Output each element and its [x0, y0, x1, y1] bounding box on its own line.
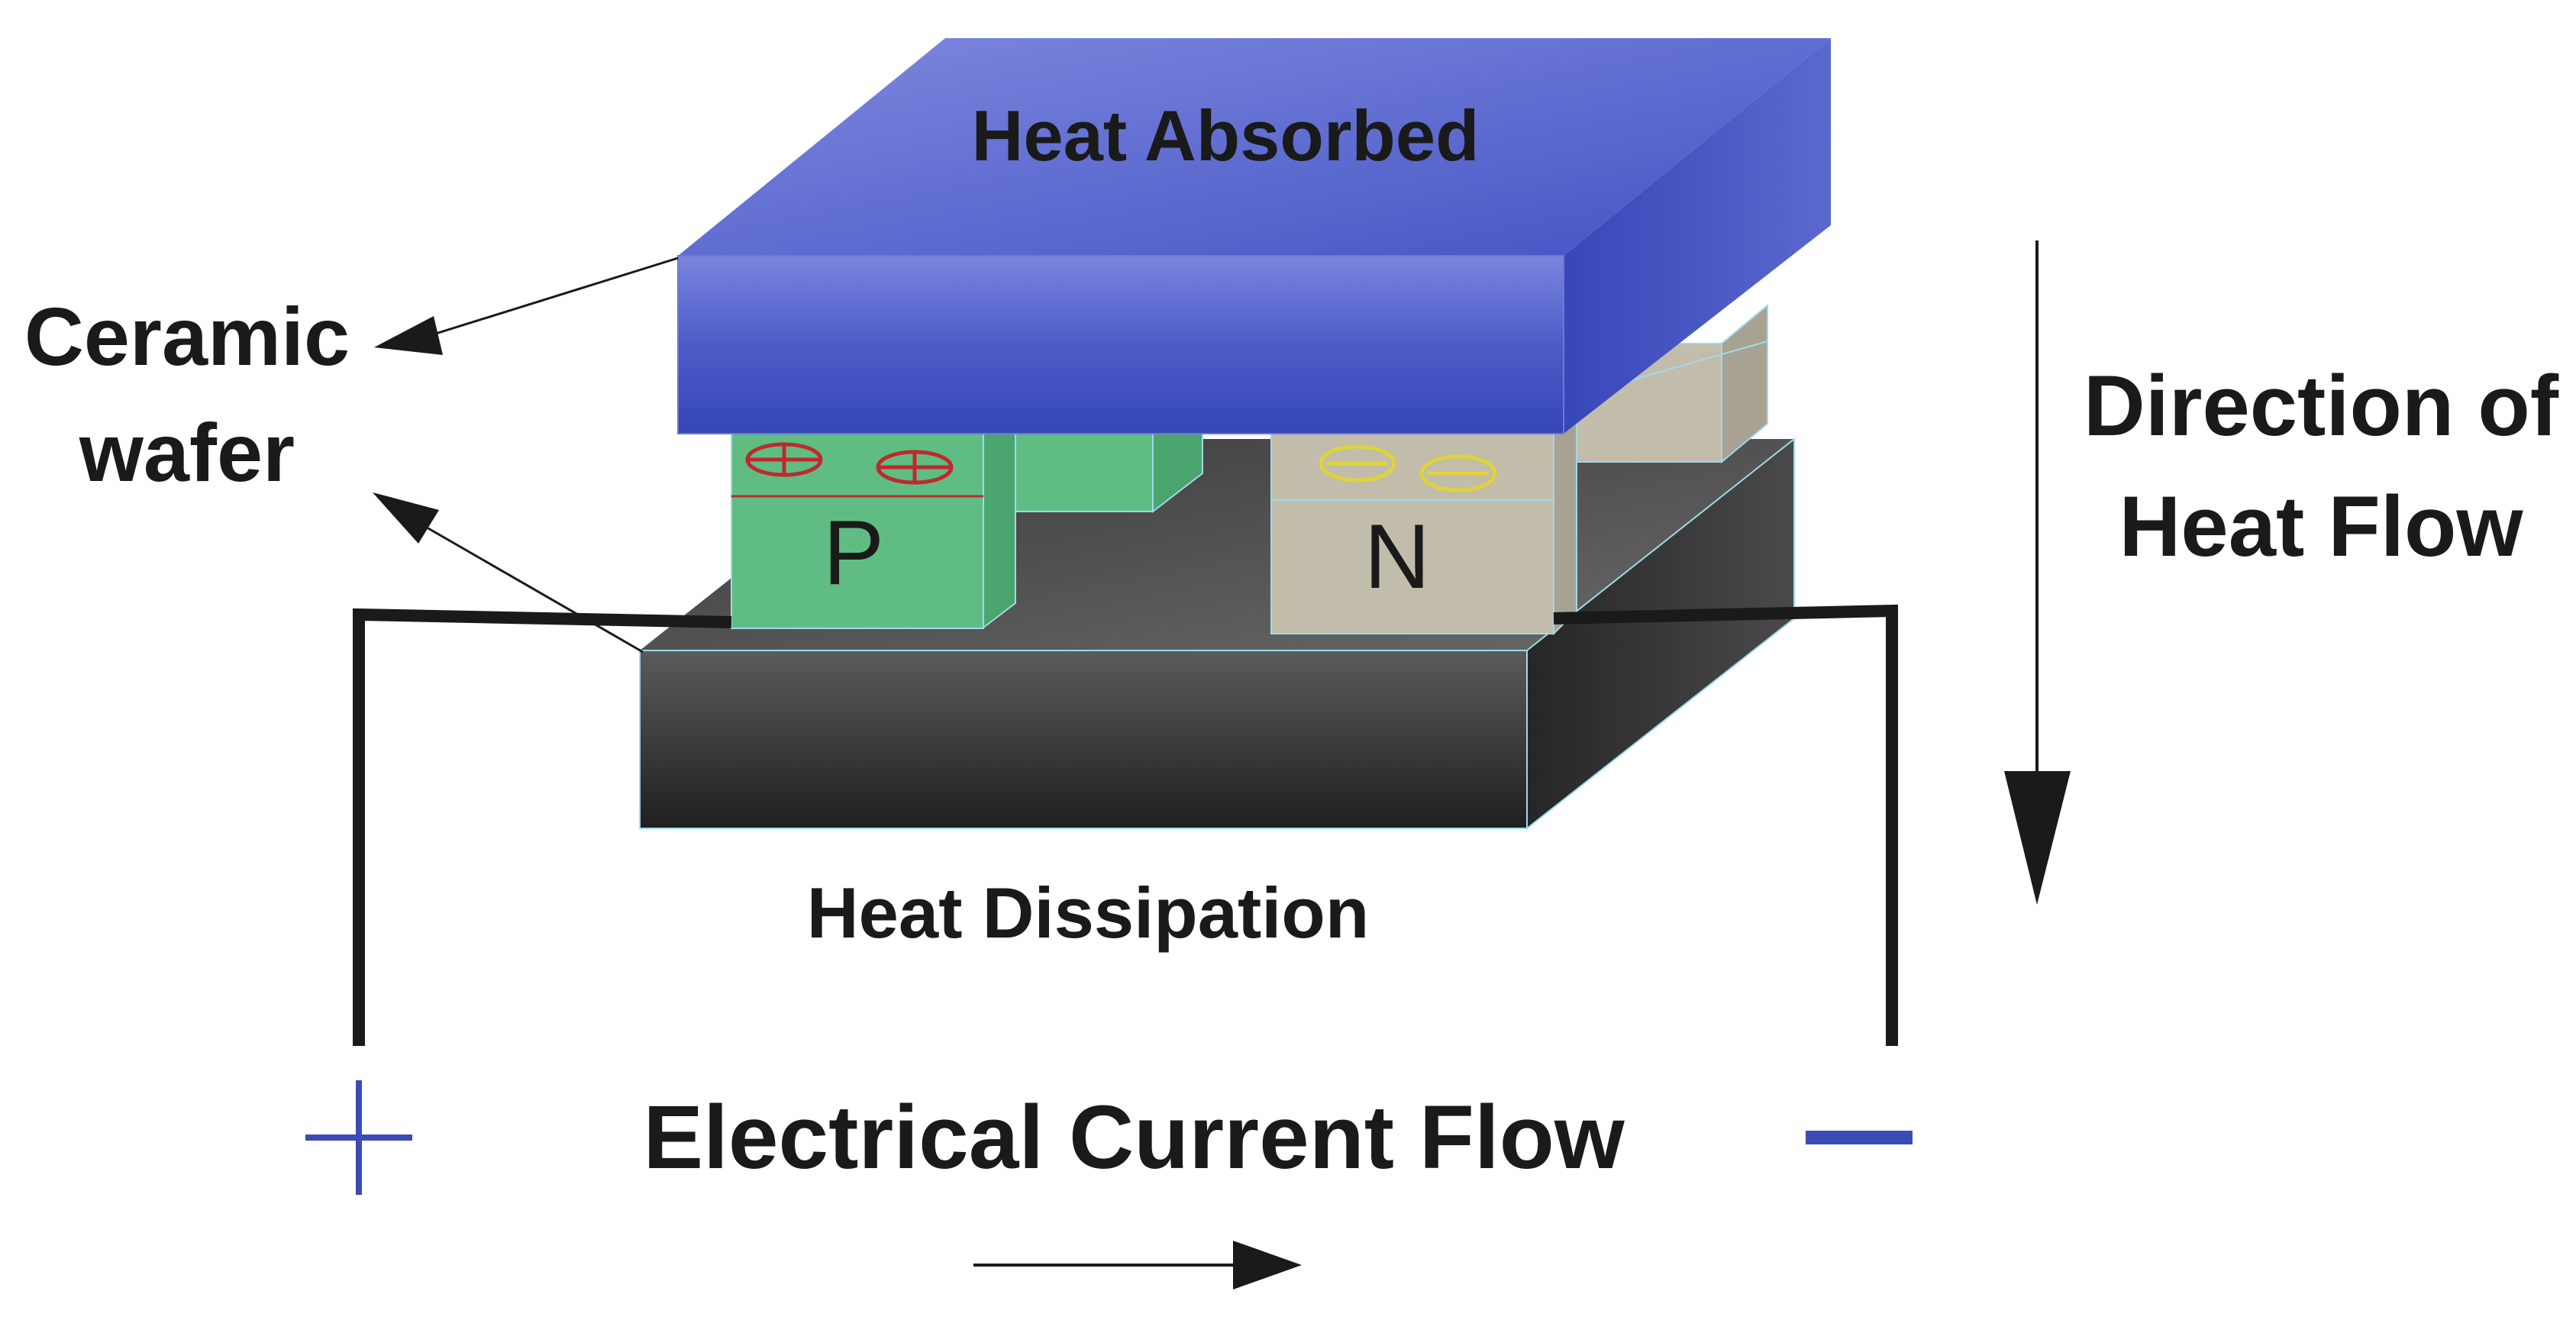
- ceramic-wafer-callout: Ceramic wafer: [24, 257, 679, 654]
- n-leg-side: [1553, 410, 1577, 636]
- positive-wire: [353, 608, 732, 1046]
- p-type-leg: P: [731, 405, 1016, 630]
- heat-flow-direction: Direction of Heat Flow: [2004, 240, 2559, 905]
- callout-arrowhead-top: [374, 316, 443, 355]
- callout-pointer-bottom: [412, 518, 644, 654]
- p-charge-symbols: [745, 442, 954, 485]
- top-plate-side-face: [1564, 38, 1831, 434]
- ceramic-label-line2: wafer: [79, 406, 295, 499]
- top-plate-top-face: [678, 38, 1831, 256]
- bottom-plate-front-face: [639, 650, 1528, 829]
- callout-pointer-top: [415, 257, 679, 341]
- p-type-label: P: [823, 502, 884, 604]
- positive-terminal: [305, 1080, 412, 1195]
- top-plate-front-face: [677, 255, 1564, 434]
- circuit-wires: [353, 604, 1898, 1046]
- p-leg-front: [731, 429, 984, 629]
- negative-wire: [1553, 604, 1898, 1046]
- top-ceramic-plate: Heat Absorbed: [677, 38, 1831, 434]
- electrical-current-flow-label: Electrical Current Flow: [643, 1087, 1625, 1188]
- direction-label-line1: Direction of: [2084, 358, 2559, 453]
- heat-absorbed-label: Heat Absorbed: [971, 95, 1479, 176]
- direction-label-line2: Heat Flow: [2119, 479, 2524, 574]
- back-p-leg-front: [1007, 427, 1154, 512]
- n-charge-symbols: [1319, 444, 1497, 492]
- n-type-leg: N: [1270, 410, 1577, 636]
- current-flow-arrow: [973, 1241, 1302, 1289]
- n-type-label: N: [1364, 505, 1431, 608]
- heat-flow-arrowhead: [2004, 771, 2071, 905]
- p-leg-side: [983, 405, 1016, 630]
- heat-dissipation-label: Heat Dissipation: [807, 873, 1370, 953]
- back-n-leg-side: [1721, 303, 1768, 464]
- callout-arrowhead-bottom: [373, 492, 439, 544]
- ceramic-label-line1: Ceramic: [24, 290, 350, 382]
